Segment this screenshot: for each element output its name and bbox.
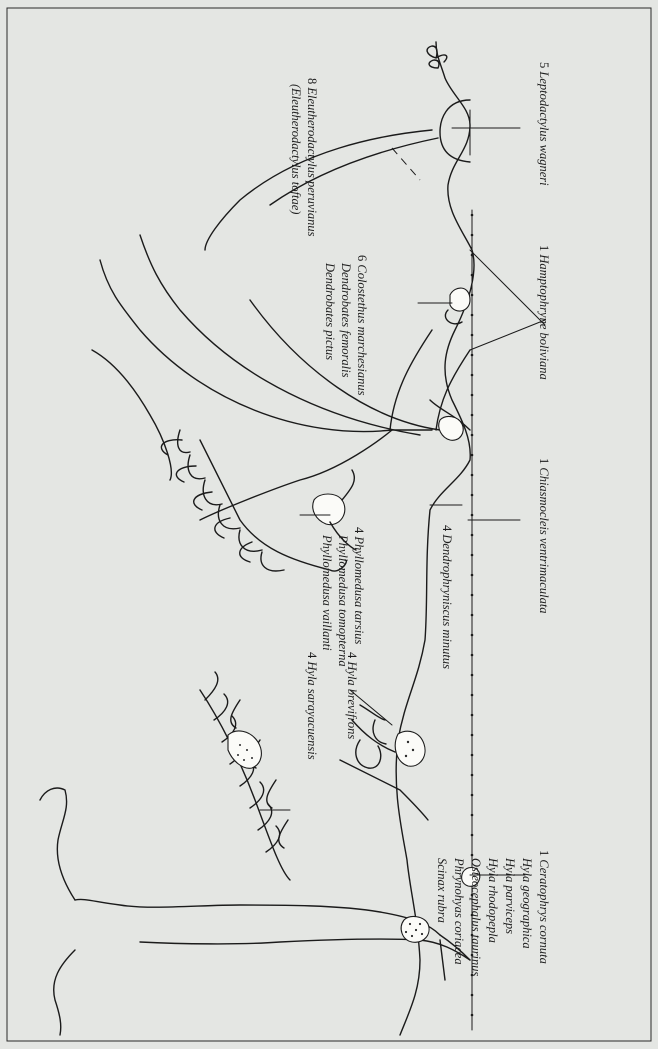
svg-text:Phyllomedusa tomopterna: Phyllomedusa tomopterna	[336, 534, 350, 667]
dendrophryniscus-egg	[439, 417, 464, 441]
svg-text:Phyllomedusa vaillanti: Phyllomedusa vaillanti	[320, 534, 334, 651]
svg-text:6 Colostethus marchesianus: 6 Colostethus marchesianus	[355, 255, 369, 396]
water-line-bead	[471, 414, 474, 417]
water-line-bead	[471, 754, 474, 757]
water-line-bead	[471, 854, 474, 857]
water-line-bead	[471, 314, 474, 317]
svg-text:4 Hyla sarayacuensis: 4 Hyla sarayacuensis	[305, 652, 319, 760]
water-line-bead	[471, 614, 474, 617]
water-line-bead	[471, 834, 474, 837]
water-line-bead	[471, 454, 474, 457]
label-eleutherodactylus-group: 8 Eleutherodactylus peruvianus (Eleuther…	[289, 78, 319, 237]
svg-text:4 Dendrophryniscus minutus: 4 Dendrophryniscus minutus	[440, 525, 454, 669]
phyllomedusa-leaf-nest	[313, 494, 345, 525]
svg-text:1 Hamptophryne boliviana: 1 Hamptophryne boliviana	[537, 245, 551, 380]
palm-buttress	[390, 330, 470, 430]
water-line-bead	[471, 274, 474, 277]
label-ground-pond-line-7: Scinax rubra	[435, 858, 449, 923]
colostethus-leaf-litter	[450, 288, 470, 311]
svg-text:1 Chiasmocleis ventrimaculata: 1 Chiasmocleis ventrimaculata	[537, 458, 551, 614]
svg-text:4 Phyllomedusa tarsius: 4 Phyllomedusa tarsius	[352, 527, 366, 644]
tree-branch-curl	[92, 350, 171, 480]
tree-branch-arch-2	[140, 235, 420, 435]
water-line-bead	[471, 374, 474, 377]
label-ground-pond-line-1: 1 Ceratophrys cornuta	[537, 850, 551, 964]
water-line-bead	[471, 814, 474, 817]
label-hyla-sarayacuensis: 4 Hyla sarayacuensis	[305, 652, 319, 760]
water-line-bead	[471, 554, 474, 557]
water-line-bead	[471, 294, 474, 297]
water-line-bead	[471, 214, 474, 217]
label-ground-pond-line-5: Osteocephalus taurinus	[469, 858, 483, 977]
water-line-bead	[471, 694, 474, 697]
water-line-bead	[471, 334, 474, 337]
water-line-bead	[471, 734, 474, 737]
svg-text:Dendrobates femoralis: Dendrobates femoralis	[339, 262, 353, 378]
label-ground-pond-line-4: Hyla rhodopepla	[486, 857, 500, 943]
water-line-bead	[471, 354, 474, 357]
water-line-bead	[471, 574, 474, 577]
big-tree-canopy	[40, 788, 75, 1035]
water-line-bead	[471, 654, 474, 657]
label-chiasmocleis: 1 Chiasmocleis ventrimaculata	[537, 458, 551, 614]
water-line-bead	[471, 634, 474, 637]
seedling-sprouts	[427, 46, 447, 68]
water-line-bead	[471, 594, 474, 597]
eleutherodactylus-dashed-leader	[392, 148, 420, 180]
label-ground-pond-line-3: Hyla parviceps	[503, 857, 517, 934]
label-phyllomedusa-group: 4 Phyllomedusa tarsius Phyllomedusa tomo…	[320, 527, 366, 667]
water-line-bead	[471, 1014, 474, 1017]
water-line-bead	[471, 514, 474, 517]
water-line-bead	[471, 774, 474, 777]
svg-text:Dendrobates pictus: Dendrobates pictus	[323, 262, 337, 360]
water-line-bead	[471, 994, 474, 997]
big-tree-trunk	[75, 899, 440, 935]
svg-text:(Eleutherodactylus toftae): (Eleutherodactylus toftae)	[289, 84, 303, 214]
water-line-bead	[471, 234, 474, 237]
label-hamptophryne: 1 Hamptophryne boliviana	[537, 245, 551, 380]
sarayacuensis-branch	[200, 690, 290, 880]
svg-text:8 Eleutherodactylus peruvianus: 8 Eleutherodactylus peruvianus	[305, 78, 319, 237]
water-line-bead	[471, 674, 474, 677]
water-line-bead	[471, 434, 474, 437]
phyllomedusa-leaf	[161, 430, 284, 571]
brevifrons-egg-clutch	[395, 731, 425, 766]
label-dendrophryniscus: 4 Dendrophryniscus minutus	[440, 525, 454, 669]
water-line-bead	[471, 714, 474, 717]
label-colostethus-group: 6 Colostethus marchesianus Dendrobates f…	[323, 255, 369, 396]
water-line-bead	[471, 254, 474, 257]
svg-text:5 Leptodactylus wagneri: 5 Leptodactylus wagneri	[537, 62, 551, 186]
water-line-bead	[471, 474, 474, 477]
label-ground-pond-line-2: Hyla geographica	[520, 857, 534, 949]
label-ground-pond-line-6: Phrynohyas coriacea	[452, 857, 466, 965]
brevifrons-leaf	[356, 720, 386, 768]
water-line-bead	[471, 394, 474, 397]
label-ground-pond-group: 1 Ceratophrys cornuta Hyla geographica H…	[435, 850, 551, 977]
water-line-bead	[471, 494, 474, 497]
water-line-bead	[471, 794, 474, 797]
label-leptodactylus: 5 Leptodactylus wagneri	[537, 62, 551, 186]
water-line-bead	[471, 534, 474, 537]
